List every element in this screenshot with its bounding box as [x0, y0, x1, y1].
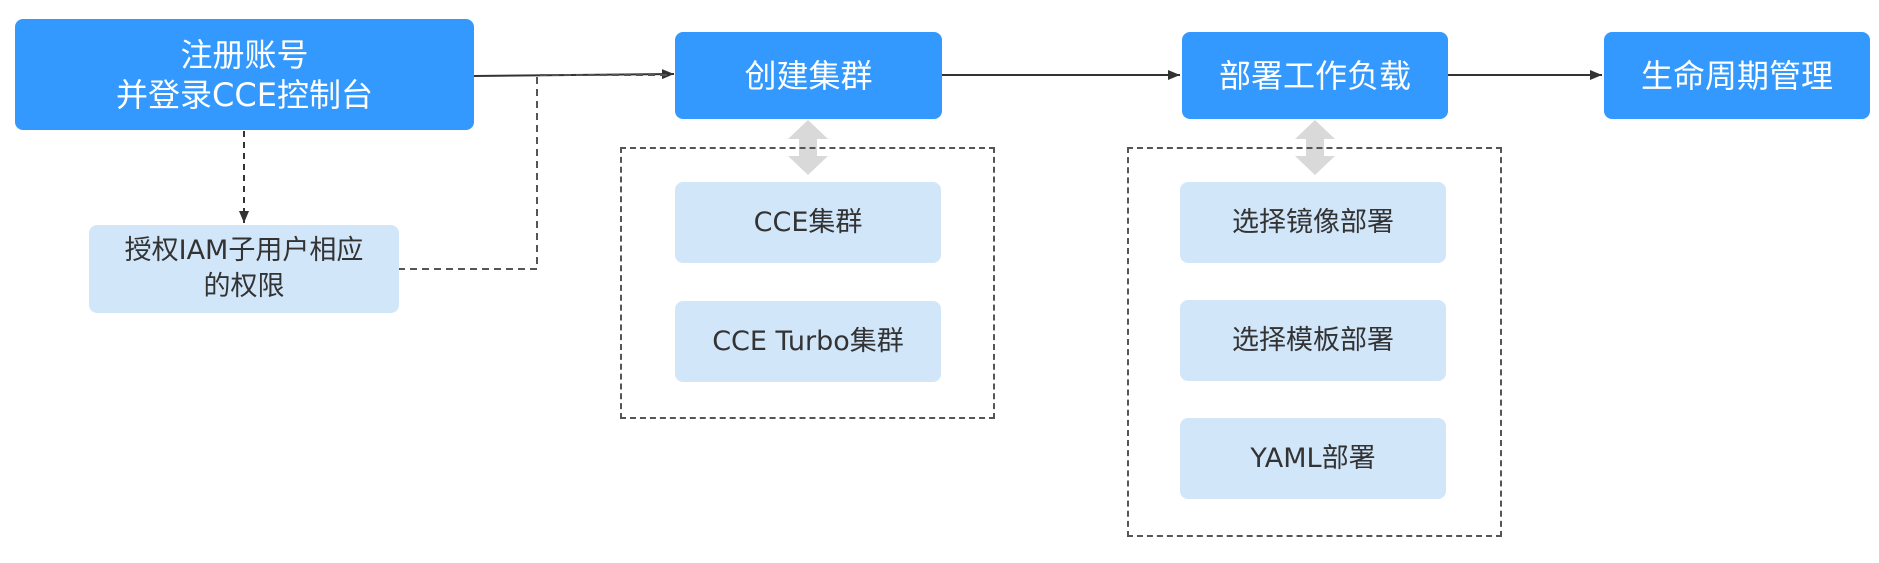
- create-cluster-step: 创建集群: [675, 32, 942, 119]
- template-deploy-option-label: 选择模板部署: [1232, 324, 1394, 356]
- template-deploy-option: 选择模板部署: [1180, 300, 1446, 381]
- create-cluster-label: 创建集群: [744, 56, 873, 95]
- cce-turbo-cluster-option-label: CCE Turbo集群: [712, 325, 904, 357]
- register-label-line1: 注册账号: [180, 35, 309, 74]
- dashed-connector-authorize-to-main-flow: [398, 74, 670, 270]
- image-deploy-option: 选择镜像部署: [1180, 182, 1446, 263]
- deploy-workload-step: 部署工作负载: [1182, 32, 1448, 119]
- authorize-label-line2: 的权限: [203, 271, 285, 302]
- yaml-deploy-option: YAML部署: [1180, 418, 1446, 499]
- arrow-register-to-create-cluster: [473, 69, 675, 80]
- deploy-workload-label: 部署工作负载: [1218, 56, 1411, 95]
- cce-turbo-cluster-option: CCE Turbo集群: [675, 301, 941, 382]
- lifecycle-management-step: 生命周期管理: [1604, 32, 1870, 119]
- cluster-type-group-frame: [620, 147, 995, 419]
- register-login-step: 注册账号 并登录CCE控制台: [15, 19, 474, 130]
- cce-cluster-option-label: CCE集群: [753, 206, 863, 238]
- authorize-label-line1: 授权IAM子用户相应: [124, 235, 364, 266]
- image-deploy-option-label: 选择镜像部署: [1232, 206, 1394, 238]
- authorize-iam-step: 授权IAM子用户相应 的权限: [89, 225, 399, 313]
- deploy-method-group-frame: [1127, 147, 1502, 537]
- register-label-line2: 并登录CCE控制台: [116, 75, 373, 114]
- cce-cluster-option: CCE集群: [675, 182, 941, 263]
- lifecycle-label: 生命周期管理: [1640, 56, 1833, 95]
- yaml-deploy-option-label: YAML部署: [1250, 442, 1376, 474]
